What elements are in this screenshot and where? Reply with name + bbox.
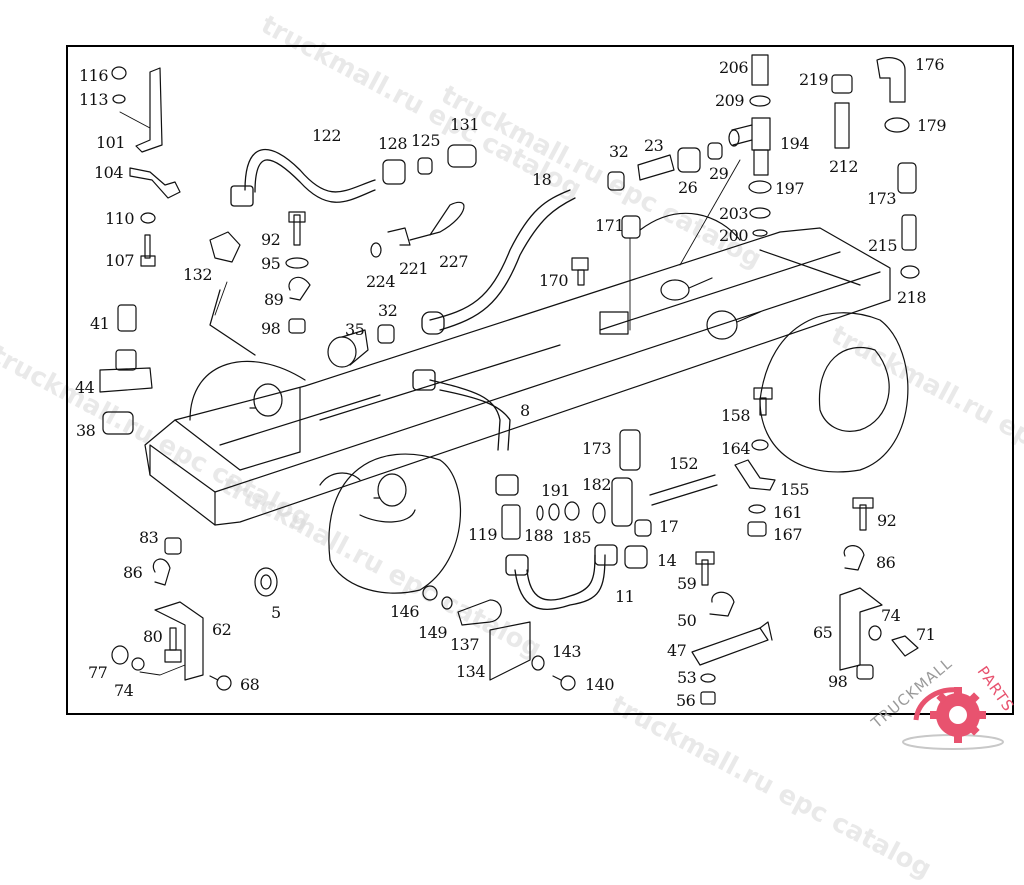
part-label-132[interactable]: 132 xyxy=(183,265,213,284)
part-label-41[interactable]: 41 xyxy=(90,314,110,333)
part-label-227[interactable]: 227 xyxy=(439,252,469,271)
part-label-212[interactable]: 212 xyxy=(829,157,859,176)
part-label-47[interactable]: 47 xyxy=(667,641,687,660)
part-label-176[interactable]: 176 xyxy=(915,55,945,74)
part-label-38[interactable]: 38 xyxy=(76,421,96,440)
truckmall-parts-logo: TRUCKMALL PARTS xyxy=(858,654,1024,750)
part-label-131[interactable]: 131 xyxy=(450,115,480,134)
wheels xyxy=(189,212,909,594)
part-label-35[interactable]: 35 xyxy=(345,320,365,339)
part-label-125[interactable]: 125 xyxy=(411,131,441,150)
part-label-23[interactable]: 23 xyxy=(644,136,664,155)
part-label-98[interactable]: 98 xyxy=(261,319,281,338)
part-label-17[interactable]: 17 xyxy=(659,517,679,536)
part-label-128[interactable]: 128 xyxy=(378,134,408,153)
part-label-164[interactable]: 164 xyxy=(721,439,751,458)
part-label-221[interactable]: 221 xyxy=(399,259,429,278)
part-label-215[interactable]: 215 xyxy=(868,236,898,255)
part-label-104[interactable]: 104 xyxy=(94,163,124,182)
part-label-173[interactable]: 173 xyxy=(867,189,897,208)
part-label-146[interactable]: 146 xyxy=(390,602,420,621)
part-label-179[interactable]: 179 xyxy=(917,116,947,135)
part-label-53[interactable]: 53 xyxy=(677,668,697,687)
part-label-209[interactable]: 209 xyxy=(715,91,745,110)
part-label-86[interactable]: 86 xyxy=(123,563,143,582)
part-label-218[interactable]: 218 xyxy=(897,288,927,307)
part-label-110[interactable]: 110 xyxy=(105,209,135,228)
part-label-219[interactable]: 219 xyxy=(799,70,829,89)
part-label-122[interactable]: 122 xyxy=(312,126,342,145)
part-label-95[interactable]: 95 xyxy=(261,254,281,273)
part-label-101[interactable]: 101 xyxy=(96,133,126,152)
part-label-74[interactable]: 74 xyxy=(114,681,134,700)
part-label-98[interactable]: 98 xyxy=(828,672,848,691)
chassis-frame xyxy=(144,227,891,526)
part-label-152[interactable]: 152 xyxy=(669,454,699,473)
part-label-86[interactable]: 86 xyxy=(876,553,896,572)
part-label-161[interactable]: 161 xyxy=(773,503,803,522)
part-label-191[interactable]: 191 xyxy=(541,481,571,500)
part-label-65[interactable]: 65 xyxy=(813,623,833,642)
part-label-200[interactable]: 200 xyxy=(719,226,749,245)
brake-pipes xyxy=(209,148,718,611)
part-label-89[interactable]: 89 xyxy=(264,290,284,309)
diagram-frame xyxy=(66,45,1014,715)
part-label-171[interactable]: 171 xyxy=(595,216,625,235)
part-label-26[interactable]: 26 xyxy=(678,178,698,197)
part-label-107[interactable]: 107 xyxy=(105,251,135,270)
part-label-140[interactable]: 140 xyxy=(585,675,615,694)
part-label-158[interactable]: 158 xyxy=(721,406,751,425)
brake-chambers xyxy=(249,277,761,523)
part-label-56[interactable]: 56 xyxy=(676,691,696,710)
part-label-149[interactable]: 149 xyxy=(418,623,448,642)
leader-lines xyxy=(119,111,741,676)
part-label-92[interactable]: 92 xyxy=(261,230,281,249)
part-label-44[interactable]: 44 xyxy=(75,378,95,397)
exploded-view-drawing xyxy=(99,54,920,705)
part-label-119[interactable]: 119 xyxy=(468,525,498,544)
part-label-167[interactable]: 167 xyxy=(773,525,803,544)
part-label-50[interactable]: 50 xyxy=(677,611,697,630)
part-label-188[interactable]: 188 xyxy=(524,526,554,545)
part-label-134[interactable]: 134 xyxy=(456,662,486,681)
part-label-14[interactable]: 14 xyxy=(657,551,677,570)
part-label-83[interactable]: 83 xyxy=(139,528,159,547)
part-label-11[interactable]: 11 xyxy=(615,587,635,606)
part-label-92[interactable]: 92 xyxy=(877,511,897,530)
part-label-71[interactable]: 71 xyxy=(916,625,936,644)
part-label-8[interactable]: 8 xyxy=(520,401,530,420)
part-label-80[interactable]: 80 xyxy=(143,627,163,646)
part-label-137[interactable]: 137 xyxy=(450,635,480,654)
part-label-116[interactable]: 116 xyxy=(79,66,109,85)
part-label-203[interactable]: 203 xyxy=(719,204,749,223)
part-label-194[interactable]: 194 xyxy=(780,134,810,153)
part-label-18[interactable]: 18 xyxy=(532,170,552,189)
part-label-197[interactable]: 197 xyxy=(775,179,805,198)
part-label-182[interactable]: 182 xyxy=(582,475,612,494)
part-label-224[interactable]: 224 xyxy=(366,272,396,291)
part-label-5[interactable]: 5 xyxy=(271,603,281,622)
part-label-32[interactable]: 32 xyxy=(609,142,629,161)
part-label-59[interactable]: 59 xyxy=(677,574,697,593)
part-label-68[interactable]: 68 xyxy=(240,675,260,694)
part-label-155[interactable]: 155 xyxy=(780,480,810,499)
hardware-parts xyxy=(99,54,920,705)
part-label-113[interactable]: 113 xyxy=(79,90,109,109)
part-label-29[interactable]: 29 xyxy=(709,164,729,183)
part-label-185[interactable]: 185 xyxy=(562,528,592,547)
part-label-74[interactable]: 74 xyxy=(881,606,901,625)
part-label-143[interactable]: 143 xyxy=(552,642,582,661)
part-label-206[interactable]: 206 xyxy=(719,58,749,77)
part-label-173[interactable]: 173 xyxy=(582,439,612,458)
part-label-77[interactable]: 77 xyxy=(88,663,108,682)
gear-icon xyxy=(902,687,1004,750)
part-label-62[interactable]: 62 xyxy=(212,620,232,639)
part-label-32[interactable]: 32 xyxy=(378,301,398,320)
part-label-170[interactable]: 170 xyxy=(539,271,569,290)
